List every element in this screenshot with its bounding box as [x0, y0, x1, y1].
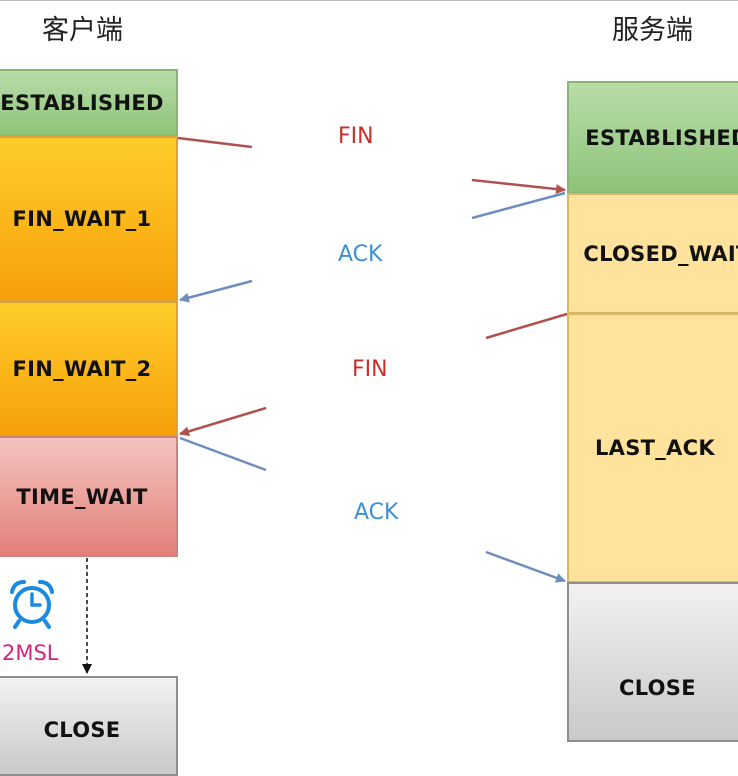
fin2-arrow-head [179, 406, 267, 437]
fin1-arrow-head [471, 178, 566, 195]
ack1-arrow-tail [471, 191, 566, 220]
message-fin-1: FIN [338, 124, 374, 149]
server-state-closed-wait: CLOSED_WAIT [567, 193, 738, 314]
client-state-time-wait: TIME_WAIT [0, 436, 178, 557]
server-state-close: CLOSE [567, 582, 738, 742]
client-state-fin-wait-2: FIN_WAIT_2 [0, 301, 178, 437]
message-ack-2: ACK [354, 500, 399, 525]
ack2-arrow-tail [179, 436, 267, 472]
client-title: 客户端 [42, 15, 123, 46]
ack1-arrow-head [179, 279, 253, 303]
alarm-clock-icon [10, 580, 54, 629]
fin1-arrow-tail [177, 136, 253, 149]
message-fin-2: FIN [352, 357, 388, 382]
server-state-last-ack: LAST_ACK [567, 313, 738, 583]
client-state-fin-wait-1: FIN_WAIT_1 [0, 136, 178, 302]
top-border-line [0, 0, 738, 1]
timer-2msl-label: 2MSL [2, 641, 59, 665]
server-title: 服务端 [612, 15, 693, 46]
message-arrows [82, 136, 568, 674]
fin2-arrow-tail [485, 312, 568, 340]
ack2-arrow-head [485, 550, 566, 583]
message-ack-1: ACK [338, 242, 383, 267]
